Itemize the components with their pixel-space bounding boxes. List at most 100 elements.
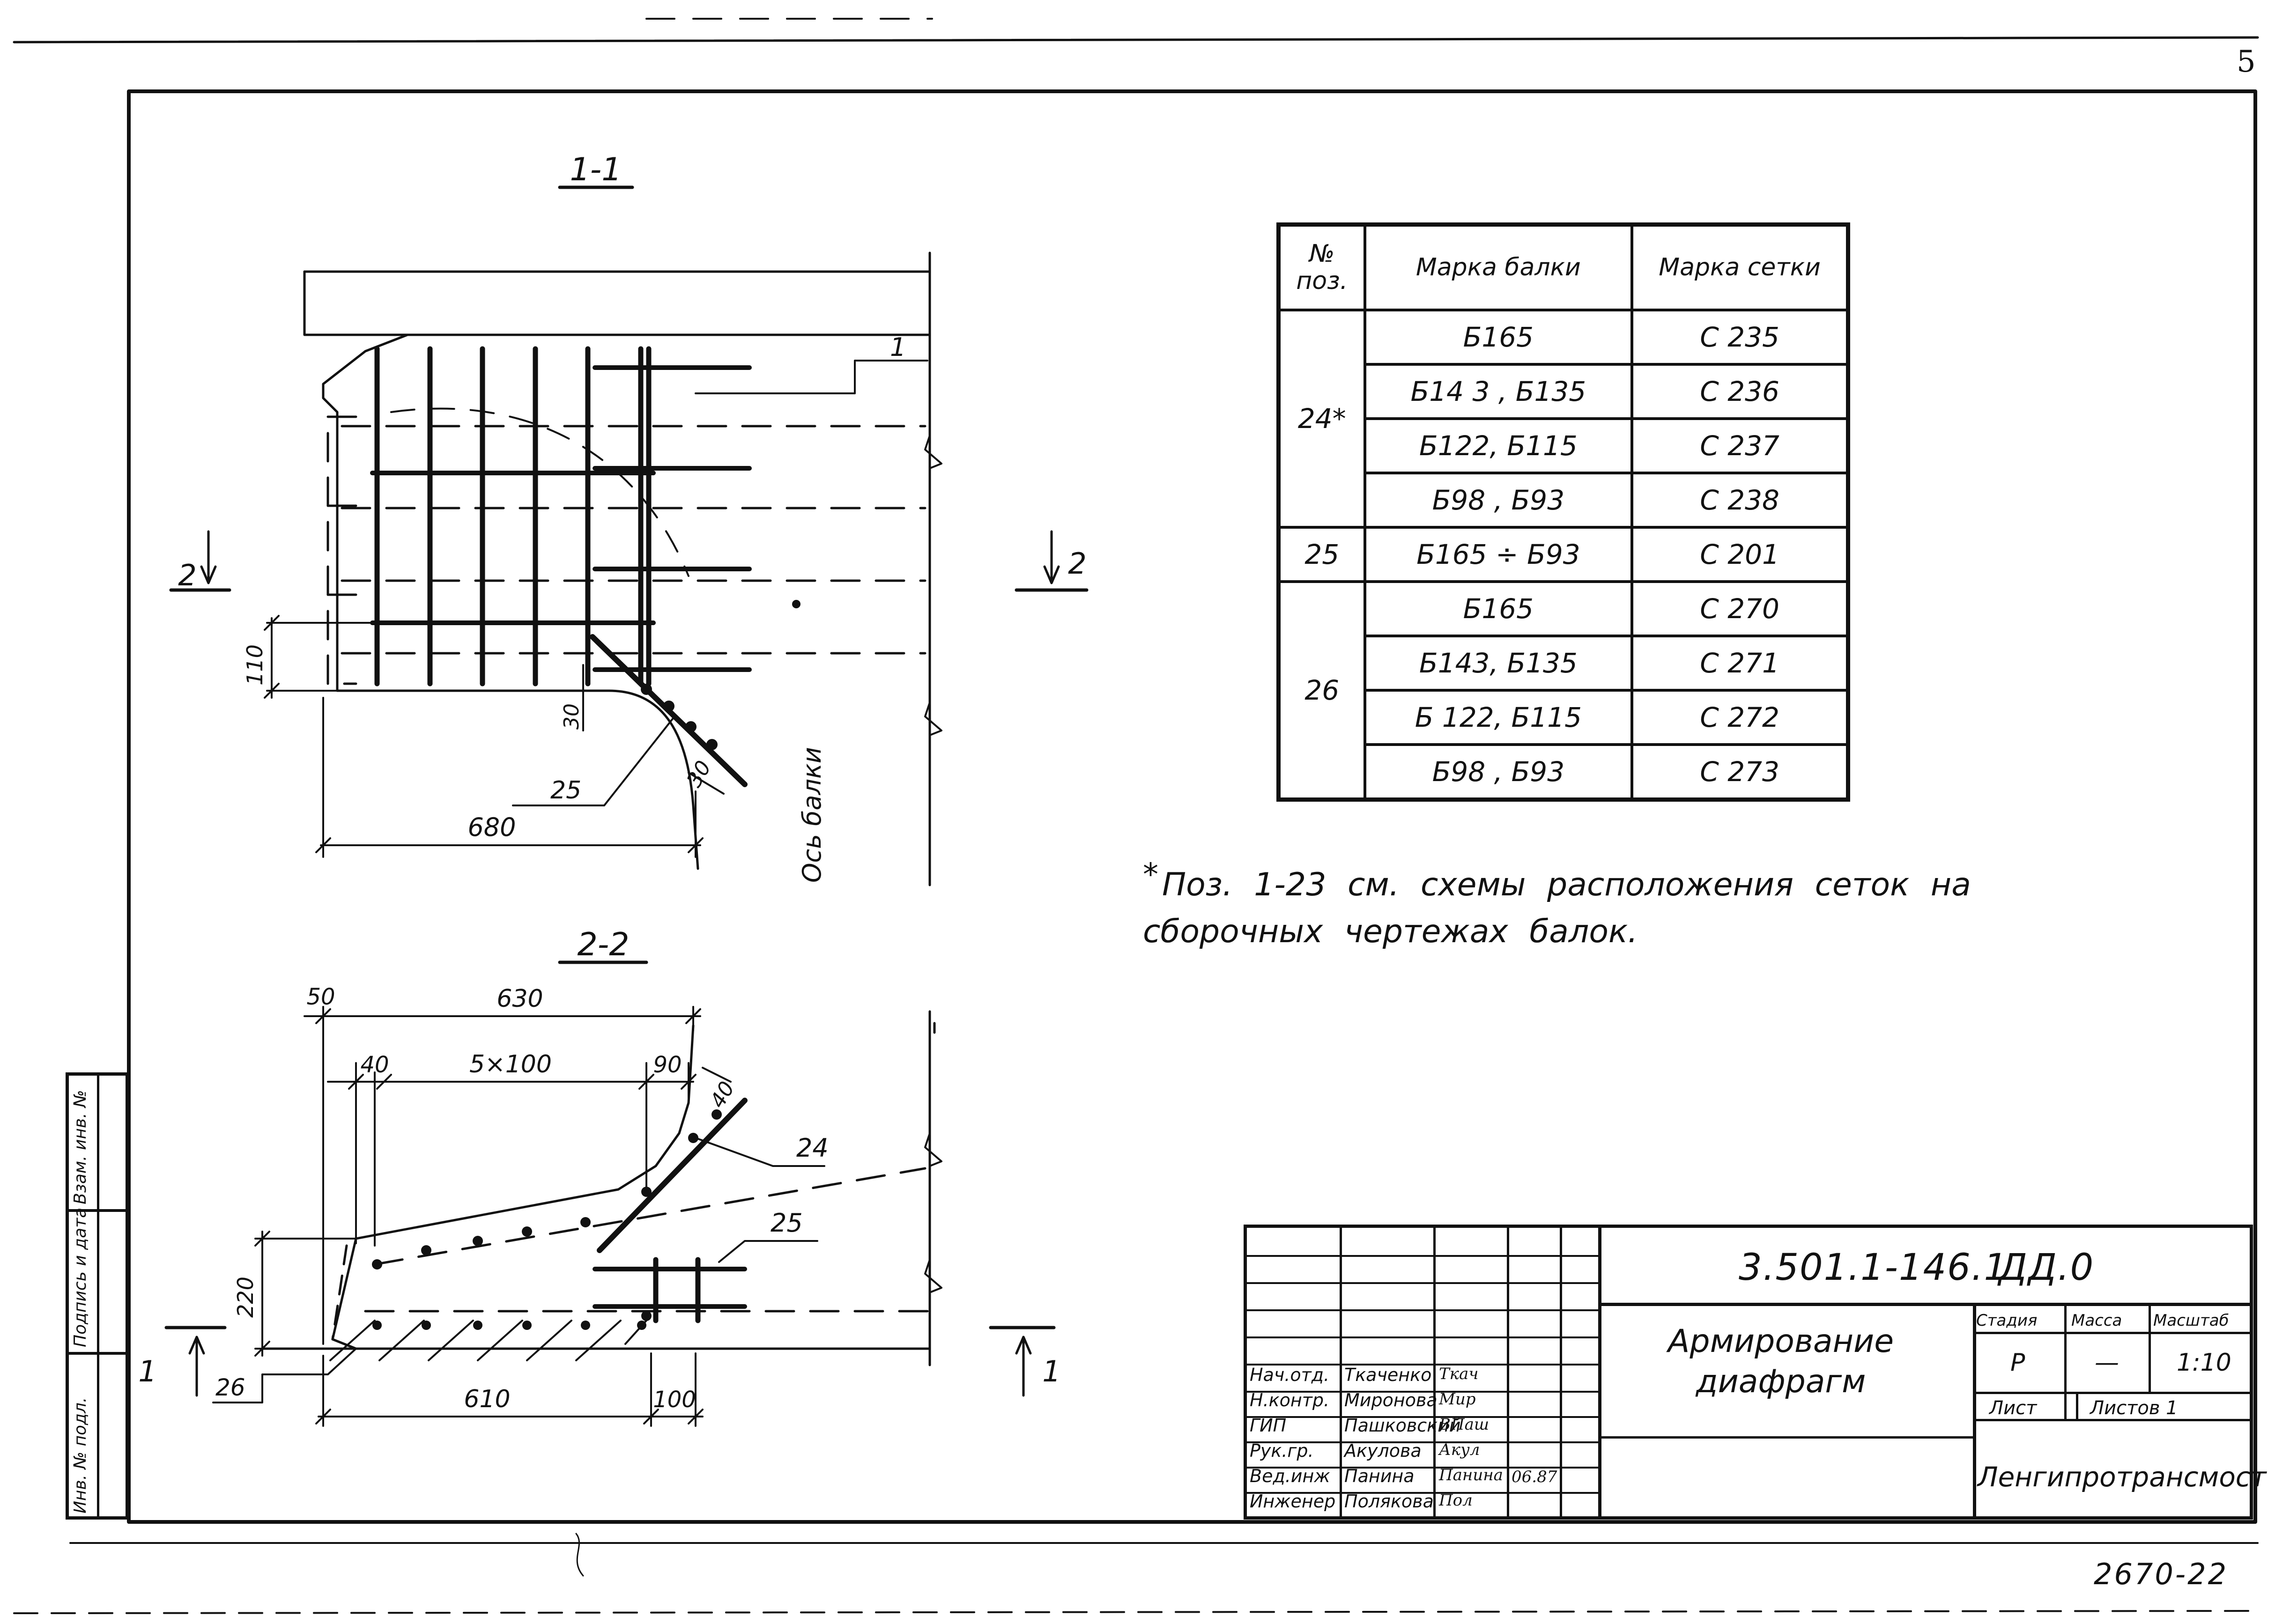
mesh-mark-cell: С 201 [1630, 526, 1850, 583]
tb-divider [1247, 1441, 1598, 1443]
position-cell: 25 [1277, 526, 1366, 583]
section-2-dim-220 [254, 1231, 357, 1357]
section-2-dim-100: 100 [653, 1387, 696, 1413]
tb-role: Рук.гр. [1250, 1440, 1314, 1461]
section-2-dim-610: 610 [464, 1385, 510, 1413]
title-block: Нач.отд. Ткаченко Ткач Н.контр. Миронова… [1244, 1225, 2266, 1520]
section-2-dim-40b: 40 [705, 1078, 739, 1112]
drawing-frame [127, 89, 2257, 1524]
beam-mark-cell: Б14 3 , Б135 [1363, 363, 1634, 420]
section-2-dims-bottom [315, 1352, 704, 1427]
tb-drawing-title: Армирование диафрагм [1617, 1321, 1945, 1402]
section-1-dim-110: 110 [242, 644, 267, 686]
mesh-mark-cell: С 237 [1630, 417, 1850, 474]
section-1-outline [303, 251, 942, 886]
mesh-mark-cell: С 273 [1630, 743, 1850, 801]
tb-sheet-code: ДД.0 [1999, 1247, 2095, 1289]
cut-label-1-left: 1 [138, 1354, 156, 1388]
section-1-dim-680 [315, 697, 704, 858]
section-2-mesh-25 [593, 1257, 747, 1323]
position-cell: 26 [1277, 580, 1366, 801]
tb-divider [1598, 1228, 1601, 1516]
beam-axis-label: Ось балки [797, 747, 827, 883]
tb-divider [1247, 1416, 1598, 1418]
tb-mass-value: — [2095, 1349, 2119, 1377]
section-1-bar-dots [641, 600, 800, 750]
sheet-bottom-dash [13, 1610, 2259, 1614]
section-2-bar-dots [372, 1109, 722, 1330]
tb-mass-header: Масса [2071, 1311, 2122, 1330]
tb-scale-value: 1:10 [2177, 1349, 2231, 1377]
tb-organization: Ленгипротрансмост [1978, 1461, 2267, 1493]
cut-mark-1-right [989, 1326, 1056, 1397]
position-cell: 24* [1277, 309, 1366, 529]
section-2-dim-40b-line [702, 1067, 732, 1083]
section-1-title: 1-1 [570, 151, 622, 188]
specification-table: № поз. Марка балки Марка сетки 24* Б165 … [1276, 222, 1850, 802]
mesh-mark-cell: С 238 [1630, 472, 1850, 529]
tb-divider [1973, 1303, 1976, 1516]
tb-divider [2076, 1392, 2078, 1420]
section-2-leader-25 [718, 1240, 818, 1263]
beam-mark-cell: Б165 [1363, 309, 1634, 366]
cut-label-1-right: 1 [1042, 1354, 1060, 1388]
beam-mark-cell: Б 122, Б115 [1363, 689, 1634, 746]
tb-signature: ВПаш [1439, 1415, 1490, 1434]
section-2-dim-40a: 40 [360, 1052, 389, 1078]
tb-divider [2149, 1303, 2151, 1392]
tb-divider [1247, 1492, 1598, 1494]
stamp-inv-original: Инв. № подл. [71, 1397, 90, 1513]
table-row: Б98 , Б93 С 273 [1279, 743, 1850, 801]
beam-mark-cell: Б143, Б135 [1363, 635, 1634, 692]
section-2-dim-220: 220 [233, 1277, 258, 1318]
tb-divider [1247, 1255, 1598, 1257]
tb-title-line-2: диафрагм [1696, 1363, 1866, 1400]
section-1-vertical-bars [374, 346, 652, 687]
footnote-star: * [1143, 856, 1158, 893]
tb-scale-header: Масштаб [2153, 1311, 2229, 1330]
tb-person: Полякова [1344, 1491, 1434, 1512]
section-2-leader-24-label: 24 [796, 1133, 829, 1163]
section-1-horizontal-bars [370, 365, 752, 672]
tb-divider [1247, 1336, 1598, 1338]
tb-person: Пашковский [1344, 1415, 1461, 1436]
stamp-divider [69, 1352, 126, 1355]
tb-signature: Ткач [1439, 1365, 1479, 1383]
beam-mark-cell: Б165 [1363, 580, 1634, 637]
mesh-mark-cell: С 270 [1630, 580, 1850, 637]
mesh-mark-cell: С 236 [1630, 363, 1850, 420]
mesh-mark-cell: С 271 [1630, 635, 1850, 692]
tb-divider [1247, 1391, 1598, 1393]
tb-divider [1507, 1228, 1509, 1516]
table-row: Б143, Б135 С 271 [1279, 635, 1850, 692]
section-1-leader-25 [512, 716, 675, 806]
tb-divider [1598, 1303, 2253, 1306]
tb-role: Н.контр. [1250, 1390, 1330, 1410]
section-2-dashed-bars [331, 1167, 931, 1341]
table-row: 26 Б165 С 270 [1277, 580, 1850, 801]
tb-signature: Акул [1439, 1440, 1480, 1459]
tb-divider [1247, 1309, 1598, 1311]
header-beam-mark: Марка балки [1363, 223, 1634, 311]
tb-divider [1560, 1228, 1562, 1516]
footnote: *Поз. 1-23 см. схемы расположения сеток … [1143, 856, 1971, 955]
tb-role: Вед.инж [1250, 1466, 1330, 1486]
table-row: 24* Б165 С 235 [1277, 309, 1850, 529]
section-1-leader-1 [695, 360, 928, 394]
section-1-leader-1-label: 1 [890, 332, 906, 362]
section-2-dim-90: 90 [653, 1052, 682, 1078]
page-number: 5 [2237, 44, 2256, 79]
header-position: № поз. [1277, 223, 1366, 311]
tb-person: Миронова [1344, 1390, 1438, 1410]
cut-mark-2-left [169, 530, 231, 592]
section-2-dim-5x100: 5×100 [469, 1050, 552, 1078]
tb-divider [1247, 1364, 1598, 1366]
tb-role: ГИП [1250, 1415, 1287, 1436]
section-2-leader-26 [212, 1348, 357, 1403]
tb-divider [1973, 1332, 2253, 1334]
tb-date: 06.87 [1512, 1468, 1557, 1486]
tb-role: Нач.отд. [1250, 1365, 1330, 1385]
section-2-leader-24 [695, 1137, 825, 1167]
tb-stage-header: Стадия [1976, 1311, 2038, 1330]
tb-divider [1598, 1436, 1973, 1439]
